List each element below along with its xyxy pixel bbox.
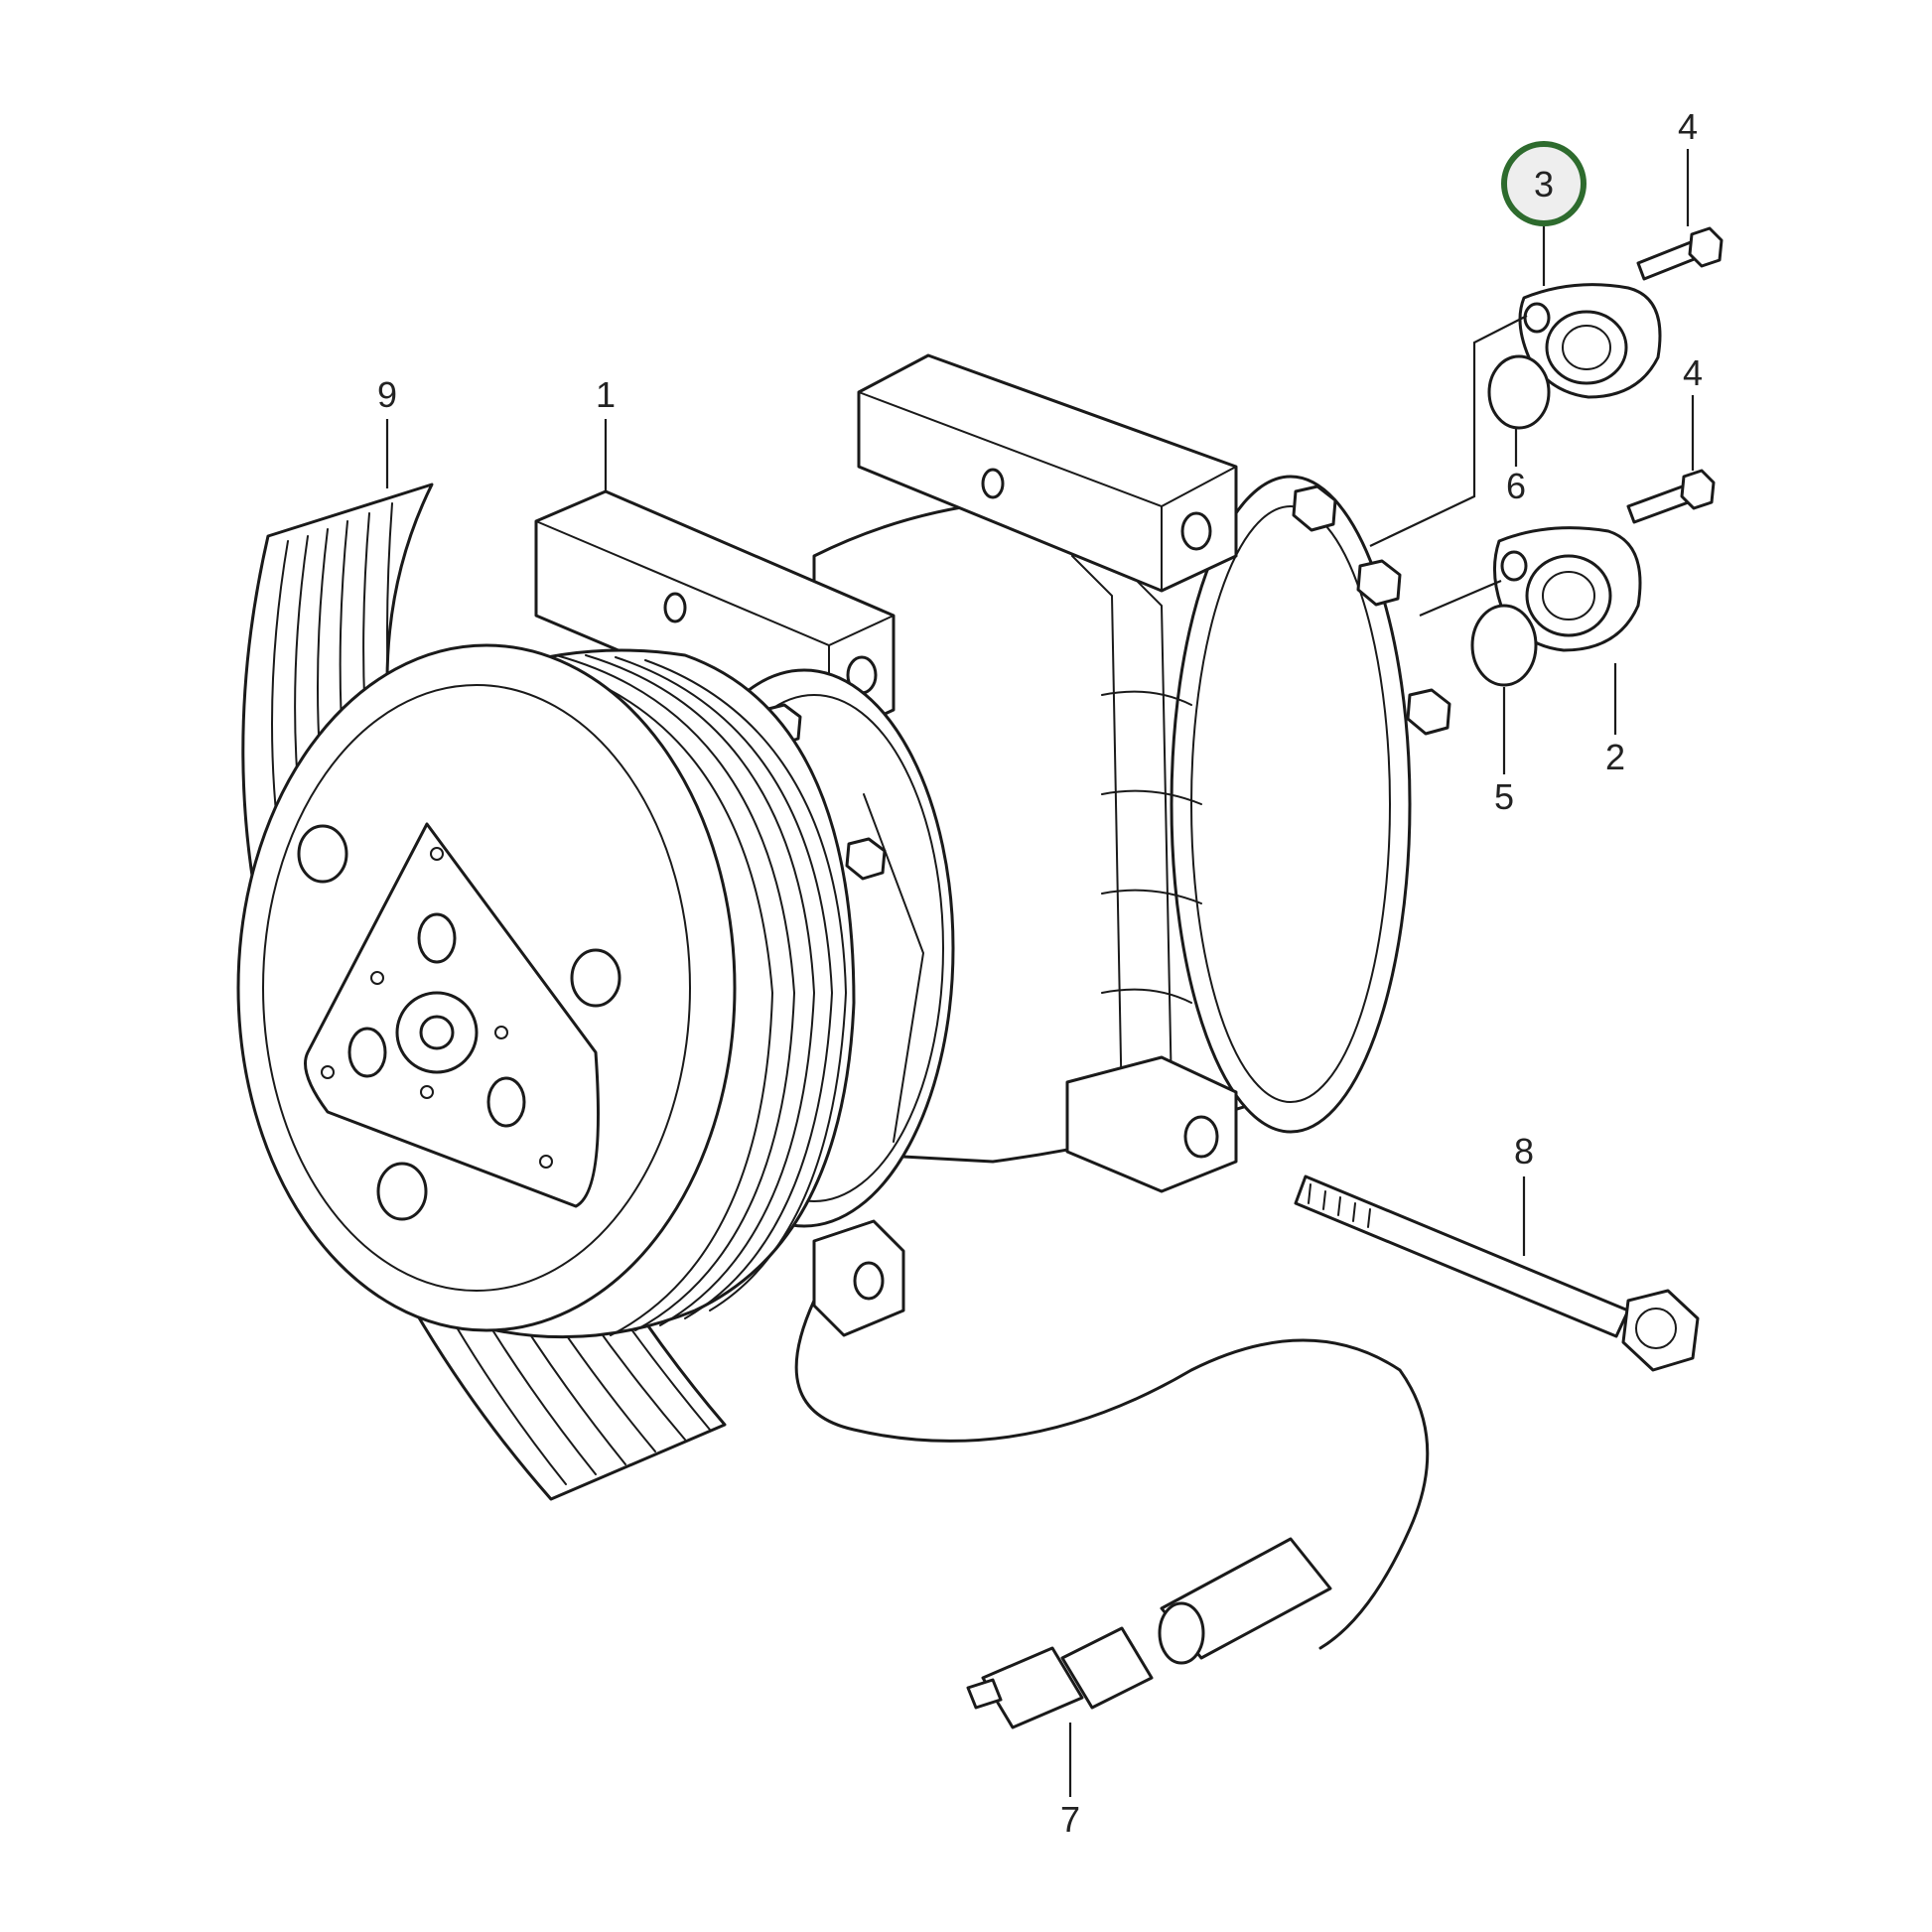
callout-6[interactable]: 6 [1506, 466, 1526, 506]
callout-label: 4 [1678, 106, 1698, 147]
callout-3[interactable]: 3 [1501, 141, 1587, 226]
lower-flange-bolt[interactable] [1626, 469, 1716, 524]
lower-o-ring[interactable] [1470, 604, 1538, 687]
callout-label: 5 [1494, 776, 1514, 817]
mounting-bolt[interactable] [1294, 1174, 1700, 1372]
callout-label: 6 [1506, 466, 1526, 506]
callout-label: 1 [596, 374, 616, 415]
upper-o-ring[interactable] [1487, 354, 1551, 430]
callout-label: 4 [1683, 352, 1703, 393]
pulley [236, 643, 856, 1339]
callout-label: 2 [1605, 737, 1625, 777]
callout-7[interactable]: 7 [1060, 1799, 1080, 1840]
callout-label: 7 [1060, 1799, 1080, 1840]
callout-label: 3 [1534, 164, 1554, 205]
upper-pipe-flange[interactable] [1518, 283, 1662, 399]
callout-label: 9 [377, 374, 397, 415]
callout-4-upper[interactable]: 4 [1678, 106, 1698, 147]
callout-4-lower[interactable]: 4 [1683, 352, 1703, 393]
callout-leaders [385, 149, 1695, 1797]
wiring-connector[interactable] [794, 1299, 1430, 1729]
callout-label: 8 [1514, 1131, 1534, 1172]
callout-highlight-ring [1501, 141, 1587, 226]
callout-8[interactable]: 8 [1514, 1131, 1534, 1172]
callout-2[interactable]: 2 [1605, 737, 1625, 777]
callout-5[interactable]: 5 [1494, 776, 1514, 817]
callout-1[interactable]: 1 [596, 374, 616, 415]
lower-pipe-flange[interactable] [1492, 526, 1642, 652]
callout-9[interactable]: 9 [377, 374, 397, 415]
upper-flange-bolt[interactable] [1636, 226, 1724, 281]
